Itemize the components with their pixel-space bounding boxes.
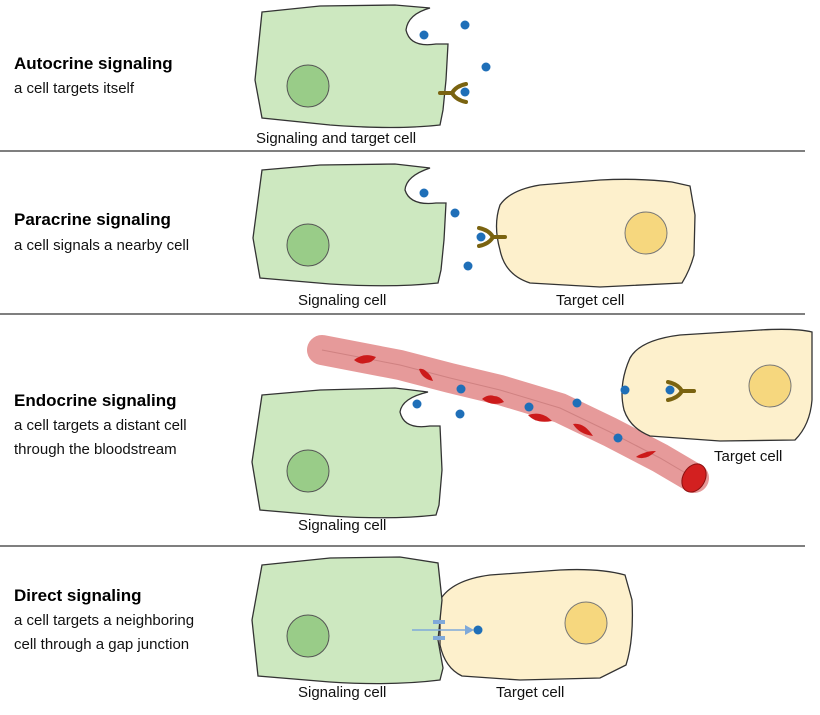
panel-direct: Direct signaling a cell targets a neighb… (14, 556, 634, 701)
nucleus (286, 449, 330, 493)
nucleus (624, 211, 668, 255)
blood-cell (482, 395, 504, 404)
receptor-icon (477, 226, 507, 248)
nucleus (748, 364, 792, 408)
ligand-molecule (419, 30, 429, 40)
ligand-molecule (620, 385, 630, 395)
signaling-cell (252, 163, 447, 287)
blood-cell (528, 413, 552, 422)
nucleus (564, 601, 608, 645)
ligand-molecule (463, 261, 473, 271)
panel-subtitle: a cell signals a nearby cell (14, 237, 189, 254)
cell-label: Signaling cell (298, 684, 386, 701)
ligand-molecule (572, 398, 582, 408)
receptor-icon (438, 82, 468, 104)
blood-cell (354, 355, 376, 364)
cell-label: Signaling and target cell (256, 130, 416, 147)
panel-title: Autocrine signaling (14, 54, 173, 73)
panel-endocrine: Endocrine signaling a cell targets a dis… (14, 328, 813, 534)
nucleus (286, 223, 330, 267)
ligand-molecule (456, 384, 466, 394)
blood-cell (573, 423, 593, 436)
signaling-cell (251, 387, 443, 519)
panel-subtitle: a cell targets a distant cell (14, 417, 187, 434)
nucleus (286, 64, 330, 108)
cell-label: Target cell (556, 292, 624, 309)
panel-paracrine: Paracrine signaling a cell signals a nea… (14, 163, 696, 309)
panel-autocrine: Autocrine signaling a cell targets itsel… (14, 4, 491, 147)
blood-cell (419, 368, 433, 381)
nucleus (286, 614, 330, 658)
panel-subtitle: a cell targets a neighboring (14, 612, 194, 629)
panel-subtitle: cell through a gap junction (14, 636, 189, 653)
ligand-molecule (460, 87, 470, 97)
ligand-molecule (473, 625, 483, 635)
target-cell (439, 568, 634, 681)
signaling-target-cell (254, 4, 449, 129)
ligand-molecule (476, 232, 486, 242)
target-cell (621, 328, 813, 442)
panel-title: Paracrine signaling (14, 210, 171, 229)
blood-cell (636, 451, 656, 459)
ligand-molecule (481, 62, 491, 72)
signaling-cell (251, 556, 444, 685)
ligand-molecule (460, 20, 470, 30)
panel-subtitle: through the bloodstream (14, 441, 177, 458)
cell-label: Target cell (714, 448, 782, 465)
ligand-molecule (412, 399, 422, 409)
ligand-molecule (450, 208, 460, 218)
red-blood-cells (354, 355, 656, 459)
panel-title: Endocrine signaling (14, 391, 176, 410)
target-cell (495, 178, 696, 288)
ligand-molecule (455, 409, 465, 419)
gap-junction-icon (412, 620, 474, 640)
blood-vessel-end (681, 463, 707, 493)
receptor-icon (666, 380, 696, 402)
ligand-molecule (419, 188, 429, 198)
cell-label: Signaling cell (298, 292, 386, 309)
panel-title: Direct signaling (14, 586, 142, 605)
cell-label: Signaling cell (298, 517, 386, 534)
panel-subtitle: a cell targets itself (14, 80, 135, 97)
cell-label: Target cell (496, 684, 564, 701)
ligand-molecule (613, 433, 623, 443)
ligand-molecule (665, 385, 675, 395)
ligand-molecule (524, 402, 534, 412)
